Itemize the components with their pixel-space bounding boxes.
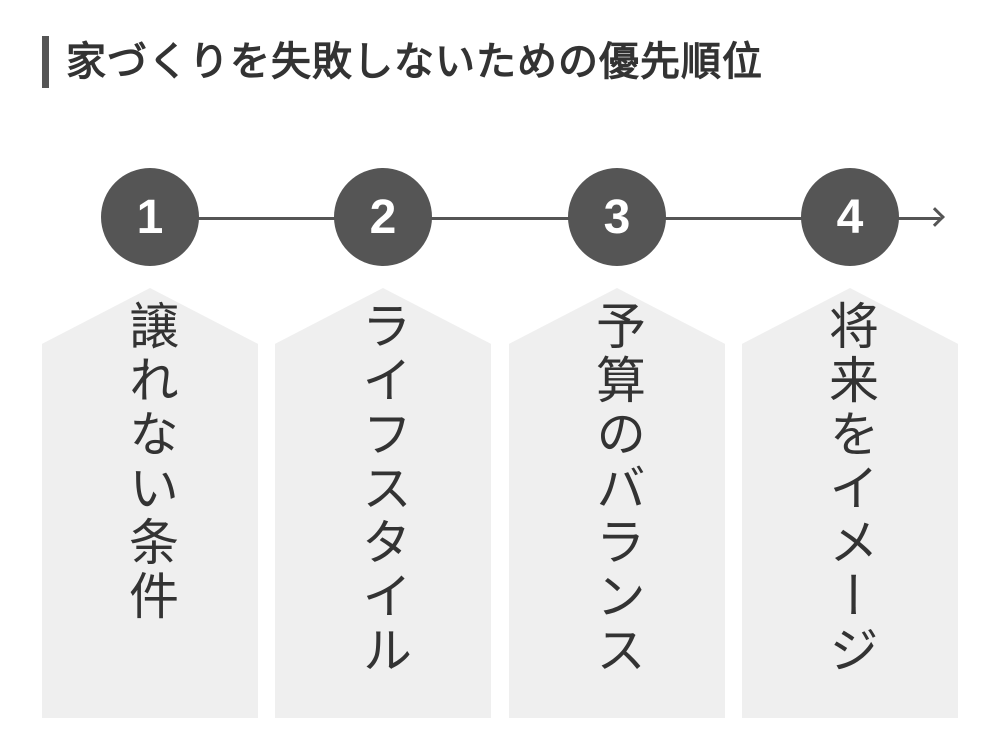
page-title: 家づくりを失敗しないための優先順位 (66, 39, 763, 85)
title-accent-bar (42, 36, 49, 88)
step-number-3: 3 (568, 168, 666, 266)
step-number-4: 4 (801, 168, 899, 266)
step-label-4: 将来をイメージ (821, 300, 879, 678)
step-card-4 (742, 288, 958, 718)
step-card-3 (509, 288, 725, 718)
step-card-2 (275, 288, 491, 718)
timeline-line (150, 217, 940, 220)
step-label-1: 譲れない条件 (121, 300, 179, 624)
step-label-3: 予算のバランス (588, 300, 646, 678)
step-label-2: ライフスタイル (354, 300, 412, 678)
step-number-1: 1 (101, 168, 199, 266)
timeline-arrow-icon (925, 207, 945, 227)
step-card-1 (42, 288, 258, 718)
step-number-2: 2 (334, 168, 432, 266)
